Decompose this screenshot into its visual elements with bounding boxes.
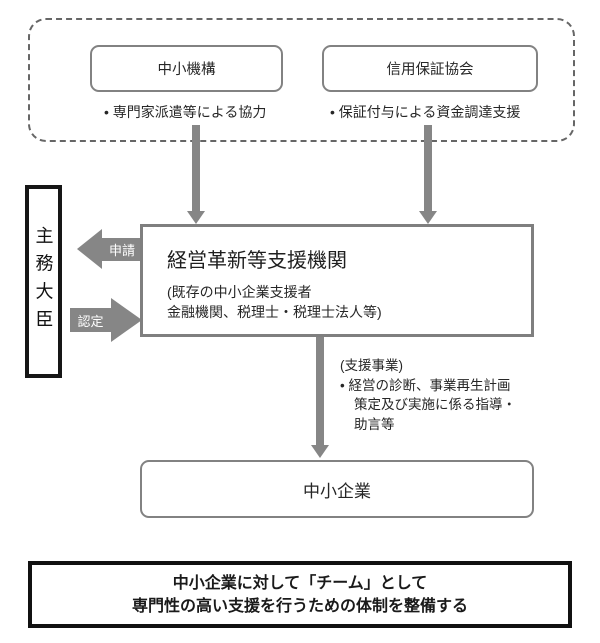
note-guarantee-funding: • 保証付与による資金調達支援 — [330, 104, 521, 120]
support-business-line2: 策定及び実施に係る指導・ — [354, 397, 516, 412]
box-sme-label: 中小企業 — [303, 481, 371, 501]
arrow-left-head-icon — [77, 229, 102, 269]
arrow-application: 申請 — [77, 229, 142, 269]
arrow-certification: 認定 — [70, 298, 142, 342]
arrow-hosho-to-org-shaft — [424, 125, 432, 211]
box-sme: 中小企業 — [140, 460, 534, 518]
summary-box: 中小企業に対して「チーム」として 専門性の高い支援を行うための体制を整備する — [28, 561, 572, 628]
arrow-hosho-to-org-head-icon — [419, 211, 437, 224]
support-business-line3: 助言等 — [354, 416, 395, 432]
arrow-org-to-sme-head-icon — [311, 445, 329, 458]
summary-line2: 専門性の高い支援を行うための体制を整備する — [131, 597, 468, 615]
arrow-kiko-to-org-shaft — [192, 125, 200, 211]
support-business-line1: • 経営の診断、事業再生計画 — [340, 377, 511, 393]
box-minister-label: 主務大臣 — [33, 225, 54, 338]
box-support-org-subtitle-line2: 金融機関、税理士・税理士法人等) — [167, 304, 382, 320]
box-shinyo-hosho-kyokai: 信用保証協会 — [322, 45, 538, 92]
supporters-dashed-group — [28, 18, 575, 142]
summary-line1: 中小企業に対して「チーム」として — [172, 574, 428, 592]
note-expert-dispatch: • 専門家派遣等による協力 — [104, 104, 267, 120]
box-support-org-title: 経営革新等支援機関 — [167, 250, 347, 272]
arrow-org-to-sme-shaft — [316, 337, 324, 445]
arrow-kiko-to-org-head-icon — [187, 211, 205, 224]
arrow-application-label: 申請 — [102, 237, 142, 261]
box-support-org-subtitle-line1: (既存の中小企業支援者 — [167, 284, 312, 300]
box-chusho-kiko-label: 中小機構 — [157, 62, 216, 78]
box-shinyo-hosho-kyokai-label: 信用保証協会 — [386, 62, 474, 78]
arrow-certification-label: 認定 — [70, 308, 111, 332]
arrow-right-head-icon — [111, 298, 142, 342]
box-support-org: 経営革新等支援機関 (既存の中小企業支援者 金融機関、税理士・税理士法人等) — [140, 224, 534, 337]
box-minister: 主務大臣 — [25, 185, 62, 378]
support-business-heading: (支援事業) — [340, 358, 403, 373]
box-chusho-kiko: 中小機構 — [90, 45, 283, 92]
support-business-note: (支援事業) • 経営の診断、事業再生計画 策定及び実施に係る指導・ 助言等 — [340, 356, 516, 434]
